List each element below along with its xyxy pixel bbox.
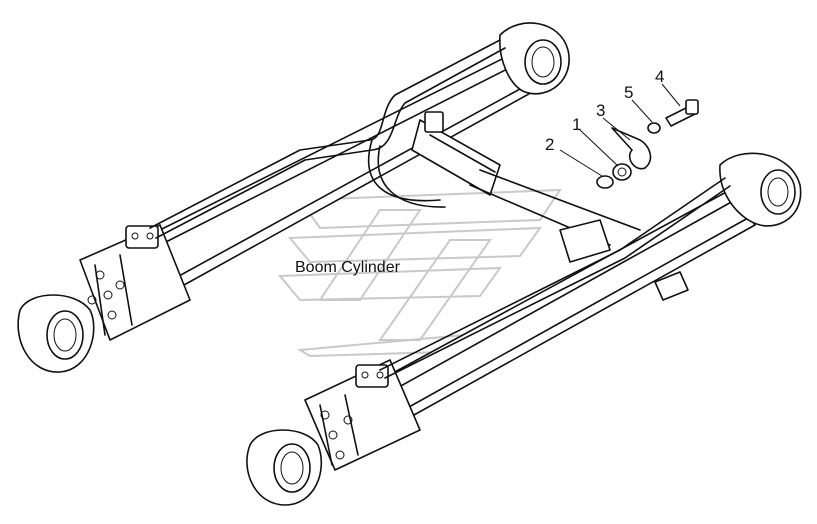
left-boom-cylinder xyxy=(17,22,570,373)
part-5-washer xyxy=(647,122,661,134)
right-hydraulic-tube xyxy=(379,177,731,379)
callout-2: 2 xyxy=(545,135,554,154)
cross-member xyxy=(411,111,641,263)
part-2-o-ring xyxy=(596,175,614,189)
part-1-washer xyxy=(612,163,632,181)
callout-3: 3 xyxy=(596,101,605,120)
callout-4: 4 xyxy=(655,67,664,86)
left-hydraulic-tube xyxy=(149,39,506,239)
callout-5: 5 xyxy=(624,83,633,102)
callout-1: 1 xyxy=(572,115,581,134)
part-3-clamp xyxy=(611,127,652,170)
diagram-title: Boom Cylinder xyxy=(295,259,401,276)
right-boom-cylinder xyxy=(246,152,802,506)
exploded-parts xyxy=(596,99,699,189)
callout-leaders xyxy=(559,83,681,177)
